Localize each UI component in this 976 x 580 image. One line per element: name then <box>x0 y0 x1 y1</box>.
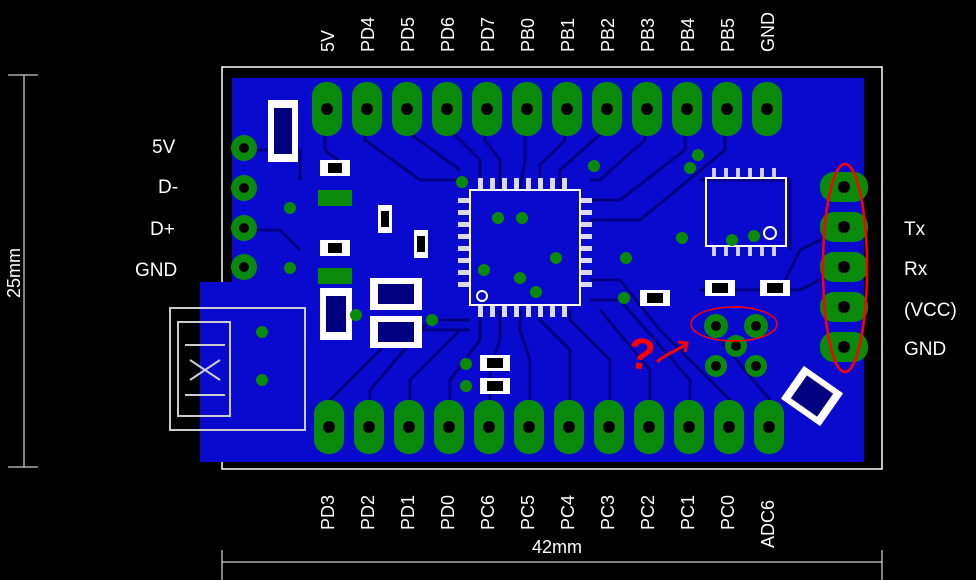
board-outline <box>221 66 883 470</box>
top-pin-label: PB1 <box>558 17 578 52</box>
bottom-pin-label: PC5 <box>518 494 538 530</box>
top-pin-label: PD6 <box>438 16 458 52</box>
smd-components <box>268 100 844 427</box>
top-header-pads <box>312 82 782 136</box>
bottom-header-pads <box>314 400 784 454</box>
top-pin-label: PB3 <box>638 17 658 52</box>
bottom-pin-label: PC1 <box>678 494 698 530</box>
top-pin-label: PD7 <box>478 16 498 52</box>
top-pin-label: PD5 <box>398 16 418 52</box>
bottom-pin-label: PD0 <box>438 494 458 530</box>
usb-copper-area <box>200 282 310 462</box>
dimension-width-label: 42mm <box>532 537 583 557</box>
isp-highlight <box>690 306 778 342</box>
bottom-pin-label: PC6 <box>478 494 498 530</box>
usb-connector <box>169 307 306 431</box>
isp-pads <box>704 314 768 377</box>
usb-serial-chip <box>705 168 787 256</box>
bottom-pin-label: PC4 <box>558 494 578 530</box>
left-label-d-plus: D+ <box>150 219 175 240</box>
top-pin-label: 5V <box>318 29 338 52</box>
top-pin-label: PD4 <box>358 16 378 52</box>
left-header-pads <box>231 135 257 280</box>
top-pin-label: GND <box>758 12 778 52</box>
right-label-tx: Tx <box>904 219 926 240</box>
bottom-pin-label: PD3 <box>318 494 338 530</box>
bottom-pin-label: ADC6 <box>758 499 778 548</box>
bottom-pin-label: PD2 <box>358 494 378 530</box>
dimension-lines <box>8 74 883 580</box>
right-label-gnd: GND <box>904 339 947 360</box>
right-label-rx: Rx <box>904 259 928 280</box>
right-label-vcc: (VCC) <box>904 300 957 321</box>
top-pin-label: PB0 <box>518 17 538 52</box>
left-label-5v: 5V <box>152 137 176 158</box>
vias <box>256 149 760 392</box>
top-pin-label: PB4 <box>678 17 698 52</box>
dimension-height-label: 25mm <box>4 247 24 298</box>
left-label-gnd: GND <box>135 260 178 281</box>
top-pin-label: PB5 <box>718 17 738 52</box>
right-header-highlight <box>821 162 869 374</box>
bottom-pin-label: PC2 <box>638 494 658 530</box>
top-pin-label: PB2 <box>598 17 618 52</box>
left-label-d-minus: D- <box>158 177 179 198</box>
bottom-pin-label: PC0 <box>718 494 738 530</box>
mcu-chip <box>458 178 592 317</box>
annotation-arrow <box>655 340 689 364</box>
bottom-pin-label: PC3 <box>598 494 618 530</box>
bottom-pin-label: PD1 <box>398 494 418 530</box>
